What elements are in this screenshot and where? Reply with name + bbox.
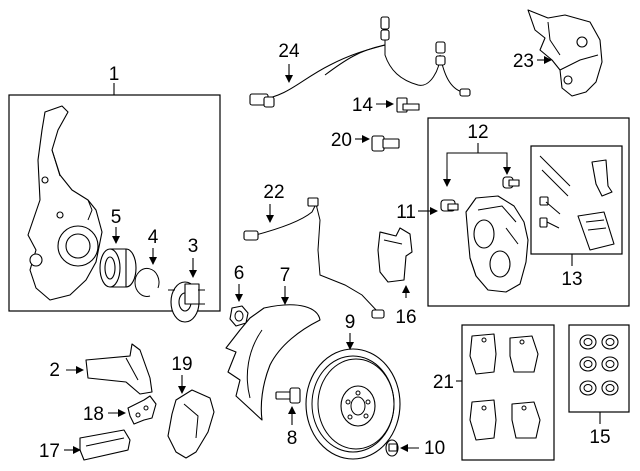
callout-16: 16	[395, 307, 416, 328]
brake-caliper[interactable]	[418, 195, 529, 293]
brake-rotor[interactable]	[305, 333, 401, 460]
piston-seal-box	[568, 324, 630, 413]
caliper-hardware-kit[interactable]	[539, 155, 615, 266]
callout-4: 4	[148, 227, 159, 248]
callout-17: 17	[39, 441, 60, 462]
caliper-guide-pin[interactable]	[440, 143, 520, 212]
callout-24: 24	[278, 41, 300, 62]
lower-deflector[interactable]	[64, 429, 131, 461]
pad-set-box	[461, 324, 555, 461]
steering-knuckle[interactable]	[27, 105, 103, 301]
piston-seal-kit[interactable]	[579, 334, 619, 424]
callout-22: 22	[263, 182, 284, 203]
callout-10: 10	[424, 438, 445, 459]
bleeder-bolt[interactable]	[376, 97, 420, 113]
pad-spring[interactable]	[377, 227, 413, 298]
callout-13: 13	[561, 269, 582, 290]
callout-3: 3	[188, 236, 199, 257]
snap-ring[interactable]	[134, 248, 160, 297]
mounting-bolt[interactable]	[355, 135, 400, 152]
wheel-hub[interactable]	[168, 258, 205, 323]
callout-6: 6	[234, 263, 245, 284]
lower-dust-shield[interactable]	[167, 375, 215, 459]
callout-15: 15	[589, 427, 610, 448]
caliper-group-box	[427, 117, 630, 307]
caliper-bracket[interactable]	[527, 9, 603, 97]
wheel-bearing[interactable]	[99, 227, 137, 288]
callout-23: 23	[513, 51, 534, 72]
rotor-screw[interactable]	[385, 439, 419, 457]
pad-wear-sensor[interactable]	[243, 197, 385, 319]
callout-18: 18	[83, 404, 104, 425]
callout-21: 21	[433, 372, 454, 393]
caliper-hardware-box	[530, 145, 623, 255]
callout-2: 2	[49, 360, 60, 381]
brake-pad-set[interactable]	[456, 333, 541, 441]
shield-bolt[interactable]	[275, 387, 301, 425]
callout-11: 11	[396, 202, 416, 223]
abs-sensor-wire[interactable]	[249, 16, 471, 108]
callout-14: 14	[352, 95, 374, 116]
callout-12: 12	[467, 122, 488, 143]
hub-nut[interactable]	[229, 284, 249, 327]
callout-20: 20	[331, 130, 352, 151]
callout-8: 8	[287, 428, 298, 449]
callout-19: 19	[171, 354, 192, 375]
callout-1: 1	[109, 64, 120, 85]
callout-5: 5	[111, 207, 122, 228]
deflector-bracket[interactable]	[108, 395, 157, 425]
splash-shield[interactable]	[225, 286, 321, 421]
callout-7: 7	[280, 265, 291, 286]
callout-9: 9	[345, 312, 356, 333]
air-deflector[interactable]	[66, 343, 153, 395]
